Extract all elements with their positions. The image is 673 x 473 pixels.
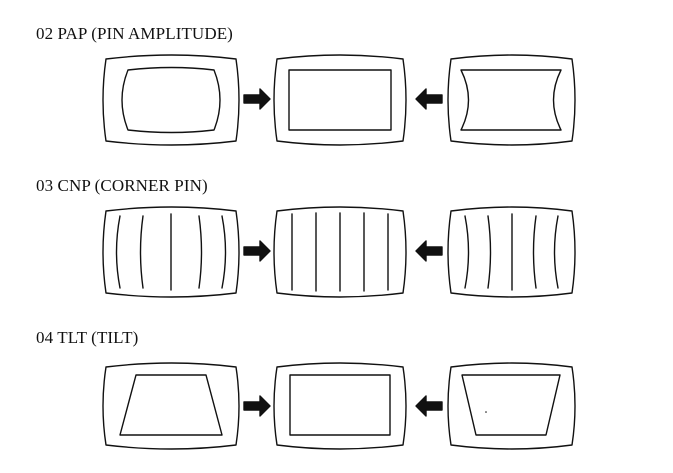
vertical-line [464,215,470,289]
vertical-line [115,215,121,289]
section-title-tlt: 04 TLT (TILT) [36,328,139,347]
panel-corner-pin-inward [447,206,576,298]
tv-frame-outline [447,206,576,298]
corrected-screen [288,69,392,131]
panel-pincushion-distortion [447,54,576,146]
vertical-line [532,215,537,289]
arrow-right-icon [243,395,271,417]
tv-frame-outline [273,362,407,450]
tv-frame-outline [102,54,240,146]
vertical-line [198,215,203,289]
arrow-right-icon [243,240,271,262]
panel-trapezoid-wide-top [447,362,576,450]
arrow-left-icon [415,395,443,417]
tv-frame-outline [102,206,240,298]
vertical-line [553,215,559,289]
panel-trapezoid-wide-bottom [102,362,240,450]
barrel-screen-shape [121,66,221,134]
row-cnp [102,206,576,298]
tv-frame-outline [273,54,407,146]
tv-frame-outline [447,362,576,450]
arrow-left-icon [415,240,443,262]
vertical-line [139,215,144,289]
panel-barrel-distortion [102,54,240,146]
vertical-line [487,215,492,289]
panel-corrected-tlt [273,362,407,450]
panel-corrected-cnp [273,206,407,298]
tv-frame-outline [447,54,576,146]
panel-corrected-pap [273,54,407,146]
vertical-line [221,215,227,289]
arrow-right-icon [243,88,271,110]
tv-frame-outline [102,362,240,450]
panel-corner-pin-outward [102,206,240,298]
section-title-pap: 02 PAP (PIN AMPLITUDE) [36,24,233,43]
tv-frame-outline [273,206,407,298]
corrected-screen [289,374,391,436]
speck [485,411,487,413]
row-pap [102,54,576,146]
trapezoid-screen-shape [461,374,561,436]
row-tlt [102,362,576,450]
section-title-cnp: 03 CNP (CORNER PIN) [36,176,208,195]
pincushion-screen-shape [460,69,562,131]
arrow-left-icon [415,88,443,110]
trapezoid-screen-shape [119,374,223,436]
